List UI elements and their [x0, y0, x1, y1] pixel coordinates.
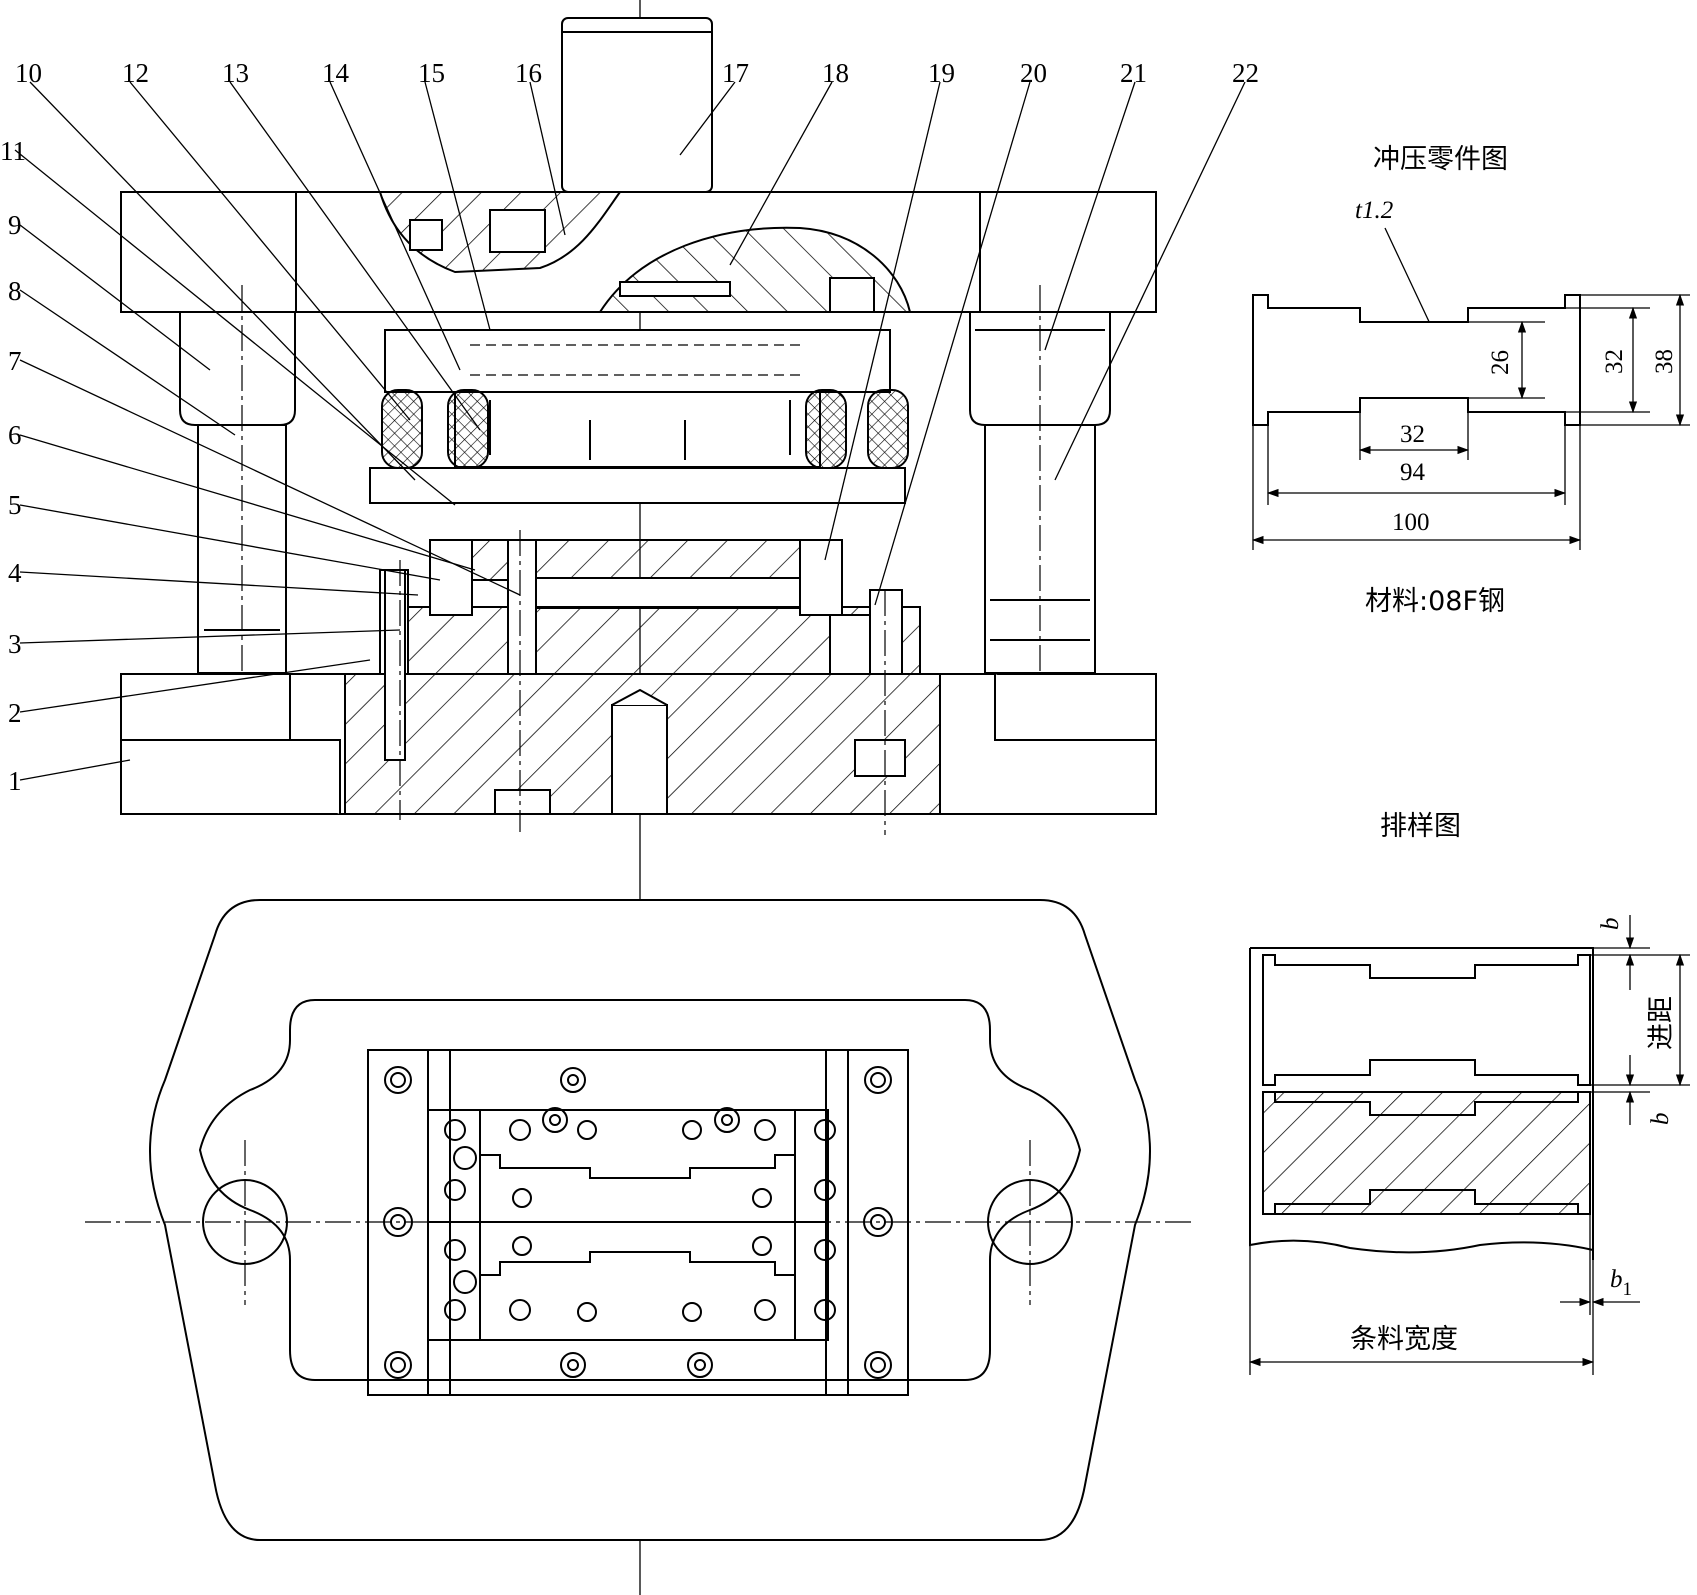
part-label-7: 7 — [8, 346, 22, 376]
dim-32-vertical: 32 — [1601, 349, 1628, 374]
layout-drawing-title: 排样图 — [1380, 811, 1461, 842]
part-label-21: 21 — [1120, 58, 1147, 88]
punch-holder — [454, 391, 821, 468]
strip-width-label: 条料宽度 — [1350, 1324, 1458, 1355]
part-label-13: 13 — [222, 58, 249, 88]
section-view — [120, 0, 1157, 1595]
screw-holes — [383, 1066, 893, 1379]
part-label-8: 8 — [8, 276, 22, 306]
part-label-17: 17 — [722, 58, 749, 88]
part-label-11: 11 — [0, 136, 26, 166]
punch-plate — [384, 329, 891, 393]
part-label-12: 12 — [122, 58, 149, 88]
part-label-1: 1 — [8, 766, 22, 796]
part-label-10: 10 — [15, 58, 42, 88]
lower-holder-outline — [149, 899, 1151, 1541]
part-label-20: 20 — [1020, 58, 1047, 88]
gap-b-bottom: b — [1647, 1113, 1674, 1126]
pitch-label: 进距 — [1646, 996, 1677, 1050]
stripper-plate — [369, 467, 906, 504]
part-label-19: 19 — [928, 58, 955, 88]
part-drawing-title: 冲压零件图 — [1373, 144, 1508, 175]
dim-94: 94 — [1400, 459, 1426, 486]
layout-drawing: 排样图 b 进距 b b1 条料宽度 — [1248, 811, 1690, 1375]
plan-view — [85, 899, 1195, 1541]
rubber-spring-left-2 — [447, 389, 489, 469]
stamped-part-outline — [1252, 294, 1581, 426]
dim-32-horizontal: 32 — [1400, 421, 1425, 448]
gap-b-top: b — [1597, 918, 1624, 931]
part-label-2: 2 — [8, 698, 22, 728]
die-plate — [431, 539, 813, 581]
part-label-18: 18 — [822, 58, 849, 88]
slot-lower — [480, 1251, 795, 1276]
dim-100: 100 — [1392, 509, 1430, 536]
die-plate-plan — [367, 1049, 909, 1396]
thickness-label: t1.2 — [1355, 197, 1393, 224]
part-label-15: 15 — [418, 58, 445, 88]
rubber-spring-right-1 — [805, 389, 847, 469]
part-drawing: 冲压零件图 t1.2 26 32 38 32 94 100 材料:0 — [1251, 144, 1690, 617]
blank-row-1 — [1262, 954, 1591, 1086]
part-label-22: 22 — [1232, 58, 1259, 88]
rubber-spring-left-1 — [381, 389, 423, 469]
blank-shaded — [1262, 1091, 1591, 1215]
part-label-4: 4 — [8, 558, 22, 588]
part-callouts: 1 2 3 4 5 6 7 8 9 10 11 12 13 14 15 16 1… — [0, 58, 1259, 796]
part-label-6: 6 — [8, 420, 22, 450]
dim-26: 26 — [1487, 350, 1514, 375]
dim-38: 38 — [1651, 349, 1678, 374]
part-label-16: 16 — [515, 58, 542, 88]
part-label-5: 5 — [8, 490, 22, 520]
rubber-spring-right-2 — [867, 389, 909, 469]
slot-upper — [480, 1154, 795, 1179]
part-label-9: 9 — [8, 210, 22, 240]
material-label: 材料:08F钢 — [1365, 586, 1505, 617]
side-gap-b1: b1 — [1610, 1266, 1632, 1300]
part-label-3: 3 — [8, 629, 22, 659]
part-label-14: 14 — [322, 58, 350, 88]
die-seat-outline — [198, 999, 1082, 1381]
die-shank — [561, 17, 713, 193]
